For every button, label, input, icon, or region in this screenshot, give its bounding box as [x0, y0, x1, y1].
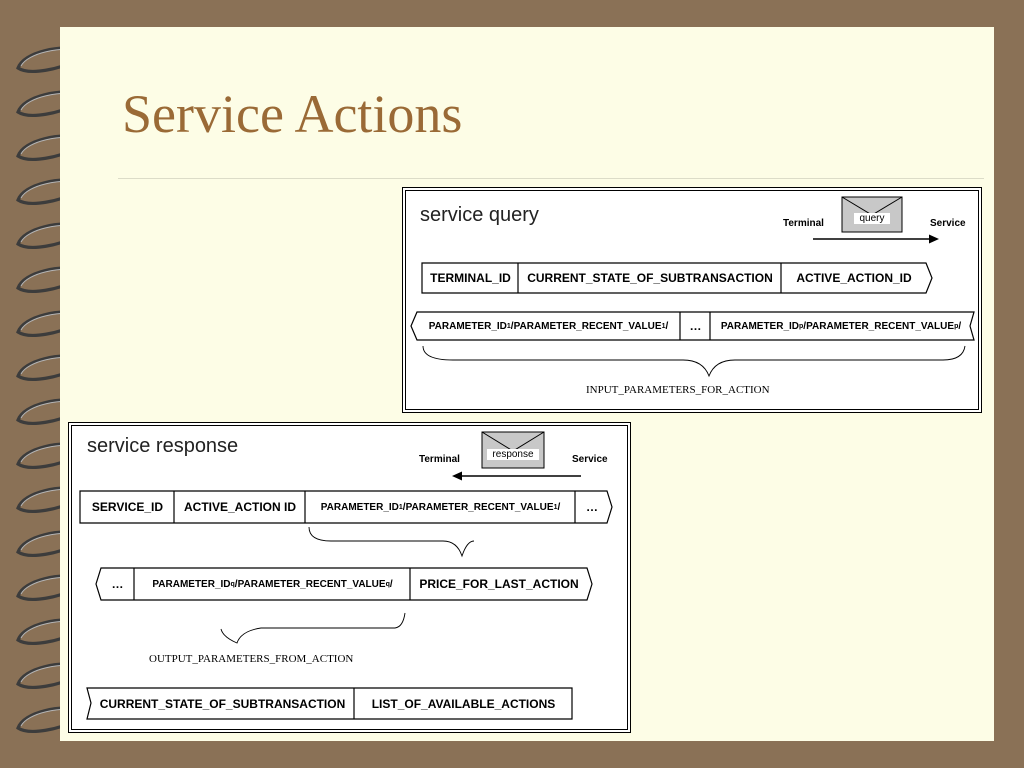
response-arrow-icon [452, 471, 581, 481]
title-divider [118, 178, 984, 179]
query-terminal-label: Terminal [783, 218, 824, 229]
service-query-panel: service query Terminal Service query TER… [402, 187, 982, 413]
current-state-field: CURRENT_STATE_OF_SUBTRANSACTION [527, 271, 773, 285]
service-response-panel: service response Terminal Service respon… [68, 422, 631, 733]
query-brace-icon [422, 345, 966, 378]
input-parameters-caption: INPUT_PARAMETERS_FOR_ACTION [586, 384, 770, 396]
query-envelope-label: query [854, 213, 890, 224]
price-for-last-action-field: PRICE_FOR_LAST_ACTION [419, 577, 579, 591]
response-envelope-label: response [487, 449, 539, 460]
query-service-label: Service [930, 218, 966, 229]
list-of-available-actions-field: LIST_OF_AVAILABLE_ACTIONS [371, 696, 556, 711]
response-panel-title: service response [87, 435, 239, 457]
query-diagram-lines [410, 196, 975, 378]
slide-title: Service Actions [122, 84, 463, 144]
terminal-id-field: TERMINAL_ID [430, 271, 511, 285]
query-ellipsis-field: … [689, 319, 702, 333]
query-panel-title: service query [420, 204, 539, 226]
response-service-label: Service [572, 454, 608, 465]
query-arrow-icon [813, 234, 939, 244]
output-parameters-caption: OUTPUT_PARAMETERS_FROM_ACTION [149, 653, 354, 665]
active-action-id-field: ACTIVE_ACTION_ID [796, 271, 912, 285]
current-state-field: CURRENT_STATE_OF_SUBTRANSACTION [99, 696, 346, 711]
active-action-id-field: ACTIVE_ACTION ID [183, 500, 296, 514]
response-terminal-label: Terminal [419, 454, 460, 465]
response-ellipsis-field-2: … [111, 577, 124, 591]
service-id-field: SERVICE_ID [91, 500, 164, 514]
response-ellipsis-field: … [586, 500, 598, 514]
